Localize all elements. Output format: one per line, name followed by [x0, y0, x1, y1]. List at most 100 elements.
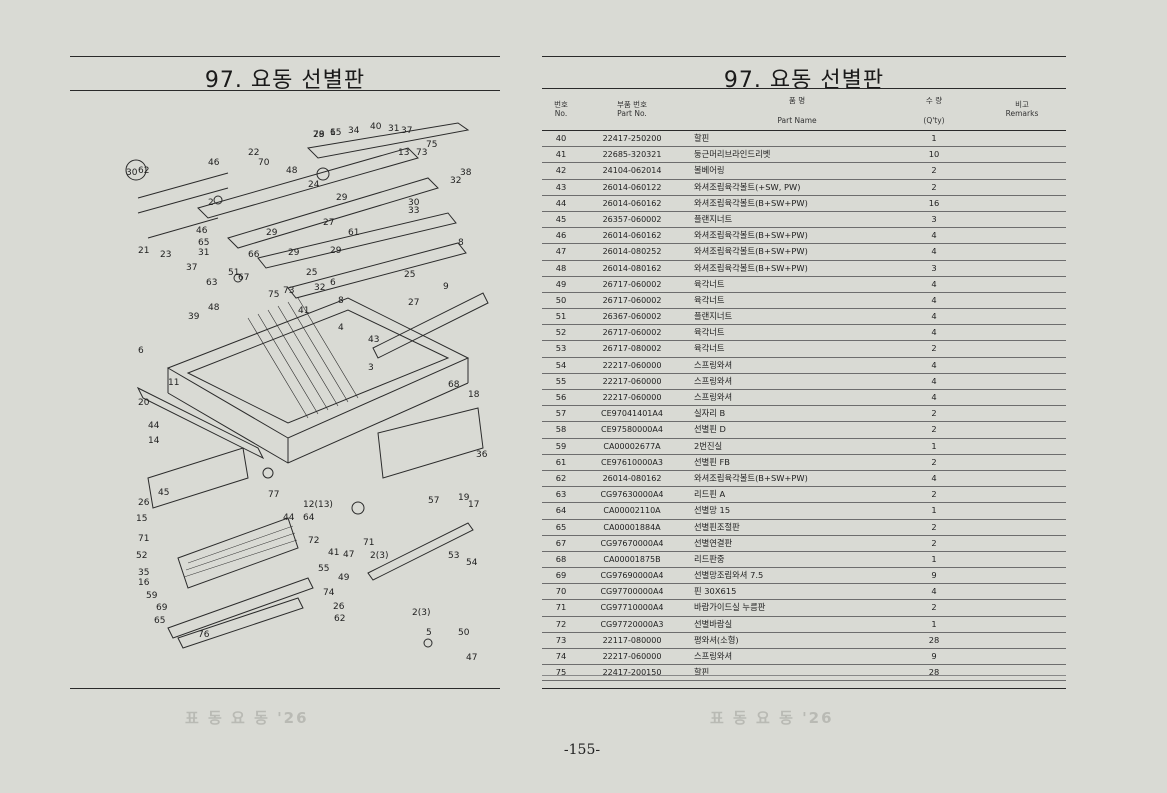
callout-number: 62: [138, 166, 150, 176]
main-frame-inner: [186, 309, 450, 424]
callout-number: 66: [248, 250, 260, 260]
row-part-name: 할핀: [694, 133, 710, 143]
callout-number: 34: [348, 126, 360, 136]
right-bottom-rule-2: [542, 688, 1066, 689]
callout-number: 52: [136, 551, 148, 561]
row-number: 41: [555, 149, 567, 160]
row-number: 72: [555, 618, 567, 629]
callout-number: 73: [283, 286, 295, 296]
callout-number: 31: [388, 124, 400, 134]
row-part-number: CE97580000A4: [601, 425, 663, 435]
callout-number: 75: [426, 140, 438, 150]
callout-number: 55: [318, 564, 330, 574]
row-number: 71: [555, 602, 567, 613]
row-part-number: 26014-060162: [602, 231, 662, 241]
row-number: 42: [555, 165, 567, 176]
callout-number: 24: [308, 180, 320, 190]
row-part-number: CG97690000A4: [600, 571, 664, 581]
callout-number: 67: [238, 273, 250, 283]
callout-number: 39: [188, 312, 200, 322]
callout-number: 15: [136, 514, 148, 524]
row-number: 55: [555, 375, 567, 386]
callout-number: 16: [138, 578, 150, 588]
callout-number: 29: [266, 228, 278, 238]
row-part-name: 선별연결판: [694, 537, 733, 548]
callout-number: 2(3): [370, 551, 389, 561]
row-part-number: 26014-060162: [602, 198, 662, 208]
row-quantity: 4: [931, 246, 937, 257]
top-bar: [306, 122, 470, 159]
callout-number: 48: [208, 303, 220, 313]
callout-number: 14: [148, 436, 160, 446]
row-quantity: 4: [931, 278, 937, 289]
row-part-name: 선별망조립와셔 7.5: [694, 570, 764, 581]
row-part-number: 26717-080002: [602, 344, 662, 354]
callout-number: 74: [323, 588, 335, 598]
row-number: 50: [555, 294, 567, 305]
table-row: 62 26014-080162 와셔조립육각볼트(B+SW+PW) 4: [542, 471, 1066, 488]
callout-number: 78: [313, 130, 325, 140]
callout-number: 29: [330, 246, 342, 256]
callout-number: 21: [138, 246, 150, 256]
row-quantity: 2: [931, 181, 937, 192]
callout-number: 68: [448, 380, 460, 390]
callout-number: 32: [314, 283, 326, 293]
row-part-number: 22217-060000: [602, 393, 662, 402]
callout-number: 5: [426, 628, 432, 638]
left-top-rule: [70, 56, 500, 57]
callout-number: 45: [158, 488, 170, 498]
callout-number: 25: [306, 268, 318, 278]
row-number: 62: [555, 472, 567, 483]
row-number: 54: [555, 359, 567, 370]
upper-rail-2: [227, 177, 439, 249]
callout-number: 48: [286, 166, 298, 176]
row-quantity: 1: [931, 440, 937, 451]
bleed-through-text-right: 표 동 요 동 '26: [710, 709, 834, 727]
callout-number: 20: [138, 398, 150, 408]
bleed-through-text: 표 동 요 동 '26: [185, 709, 309, 727]
row-part-name: 볼베어링: [694, 165, 725, 176]
row-quantity: 2: [931, 424, 937, 435]
callout-number: 38: [460, 168, 472, 178]
mesh-screen: [177, 517, 299, 589]
right-bottom-rule-1: [542, 675, 1066, 676]
row-part-name: 와셔조립육각볼트(B+SW+PW): [694, 472, 808, 483]
row-quantity: 4: [931, 586, 937, 597]
row-part-number: 26014-080162: [602, 263, 662, 273]
right-page-title: 97. 요동 선별판: [723, 68, 885, 93]
row-part-number: 26014-080252: [602, 247, 662, 257]
row-part-number: 26014-080162: [602, 473, 662, 483]
row-number: 52: [555, 327, 567, 338]
callout-number: 53: [448, 551, 460, 561]
callout-number: 27: [408, 298, 420, 308]
row-part-number: 22217-060000: [602, 652, 662, 661]
row-quantity: 10: [928, 149, 940, 160]
row-part-number: CG97720000A3: [600, 619, 664, 629]
callout-number: 29: [313, 130, 325, 140]
row-part-number: 26367-060002: [602, 312, 662, 322]
lower-guide: [167, 577, 314, 639]
row-quantity: 4: [931, 327, 937, 338]
callout-number: 41: [298, 306, 310, 316]
left-page-title: 97. 요동 선별판: [204, 68, 366, 93]
callout-number: 77: [268, 490, 280, 500]
row-part-name: 와셔조립육각볼트(+SW, PW): [694, 181, 801, 192]
bottom-strip: [367, 522, 474, 581]
row-quantity: 4: [931, 472, 937, 483]
row-part-number: CA00002110A: [603, 506, 661, 516]
callout-number: 17: [468, 500, 480, 510]
header-bottom-rule: [542, 130, 1066, 131]
row-quantity: 2: [931, 537, 937, 548]
